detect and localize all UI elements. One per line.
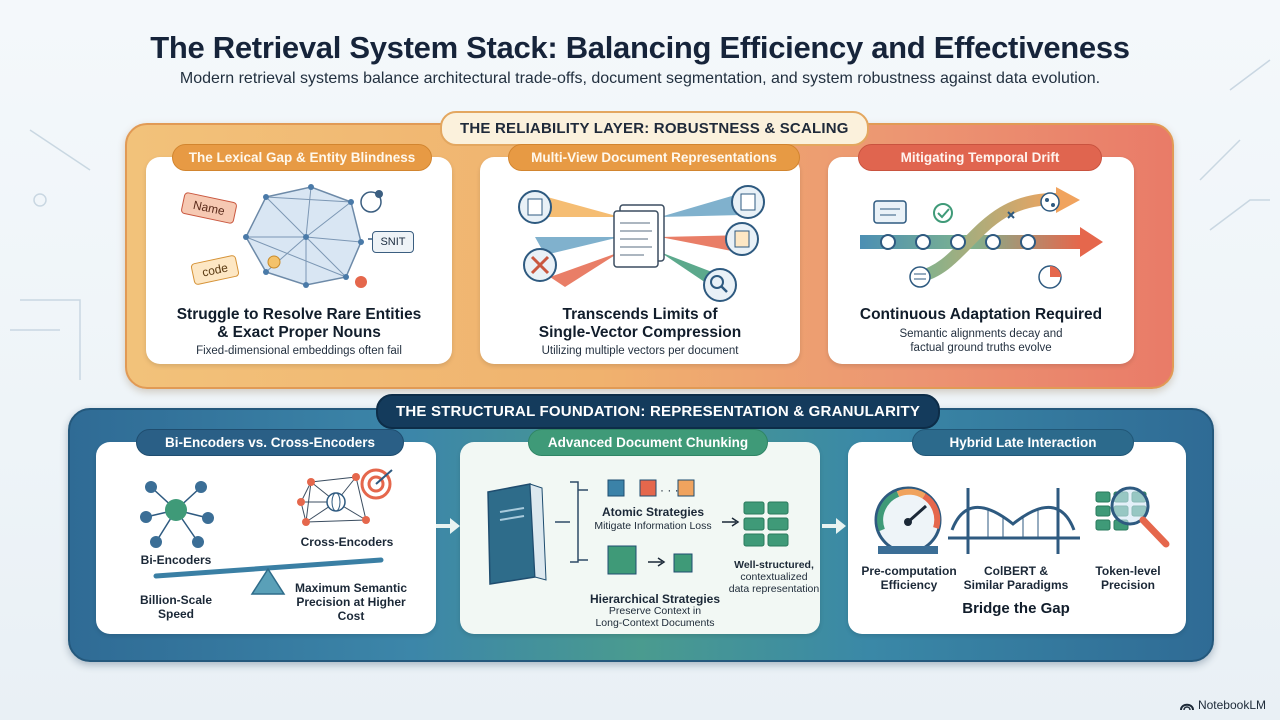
token-level-line1: Token-level — [1095, 564, 1161, 578]
notebooklm-logo: NotebookLM — [1179, 698, 1266, 712]
temporal-drift-timeline-icon — [860, 187, 1103, 289]
bi-encoders-label: Bi-Encoders — [140, 553, 212, 567]
colbert-line1: ColBERT & — [984, 564, 1048, 578]
atomic-strategies-title: Atomic Strategies — [601, 505, 705, 519]
lexical-gap-card: The Lexical Gap & Entity Blindness Name — [146, 144, 452, 364]
notebooklm-icon — [1179, 703, 1194, 711]
multi-vector-document-icon — [518, 185, 765, 302]
structural-foundation-label: THE STRUCTURAL FOUNDATION: REPRESENTATIO… — [376, 394, 941, 429]
temporal-drift-sub-line2: factual ground truths evolve — [910, 342, 1052, 354]
speed-line2: Speed — [157, 607, 194, 621]
hybrid-late-interaction-card: Hybrid Late Interaction Pre-computation … — [848, 429, 1186, 634]
hierarchical-sub-line1: Preserve Context in — [608, 605, 702, 617]
precision-line1: Maximum Semantic — [294, 581, 408, 595]
late-interaction-bridge-icon — [874, 486, 1170, 554]
multi-view-card: Multi-View Document Representations Tran… — [480, 144, 800, 364]
bridge-the-gap: Bridge the Gap — [962, 600, 1070, 617]
result-line2: contextualized — [740, 571, 808, 583]
reliability-layer-label: THE RELIABILITY LAYER: ROBUSTNESS & SCAL… — [440, 111, 869, 146]
pre-computation-line1: Pre-computation — [861, 564, 957, 578]
multi-view-heading-line2: Single-Vector Compression — [538, 324, 742, 341]
cross-encoders-label: Cross-Encoders — [300, 535, 394, 549]
encoders-card: Bi-Encoders vs. Cross-Encoders Bi-Encode… — [96, 429, 436, 634]
broken-embedding-sphere-icon — [243, 184, 383, 288]
lexical-gap-heading-line2: & Exact Proper Nouns — [217, 324, 381, 341]
temporal-drift-card: Mitigating Temporal Drift Continuous Ada… — [828, 144, 1134, 364]
page-subtitle: Modern retrieval systems balance archite… — [179, 70, 1101, 87]
result-line1: Well-structured, — [734, 559, 814, 571]
encoders-pill: Bi-Encoders vs. Cross-Encoders — [136, 429, 404, 456]
multi-view-subtext: Utilizing multiple vectors per document — [541, 345, 739, 357]
result-line3: data representation — [728, 583, 820, 595]
page-title: The Retrieval System Stack: Balancing Ef… — [150, 30, 1130, 65]
multi-view-pill: Multi-View Document Representations — [508, 144, 800, 171]
arrow-right-icon-2 — [822, 518, 846, 534]
notebooklm-label: NotebookLM — [1197, 698, 1266, 712]
temporal-drift-sub-line1: Semantic alignments decay and — [899, 328, 1063, 340]
chunking-card: Advanced Document Chunking · · · Atomic … — [460, 429, 820, 634]
hierarchical-strategies-title: Hierarchical Strategies — [589, 592, 721, 606]
temporal-drift-pill: Mitigating Temporal Drift — [858, 144, 1102, 171]
multi-view-heading-line1: Transcends Limits of — [562, 306, 718, 323]
atomic-strategies-sub: Mitigate Information Loss — [594, 520, 712, 532]
lexical-gap-pill: The Lexical Gap & Entity Blindness — [172, 144, 432, 171]
temporal-drift-heading: Continuous Adaptation Required — [859, 306, 1103, 323]
lexical-gap-subtext: Fixed-dimensional embeddings often fail — [196, 345, 402, 357]
chunking-pill: Advanced Document Chunking — [528, 429, 768, 456]
token-level-line2: Precision — [1100, 578, 1156, 592]
colbert-line2: Similar Paradigms — [963, 578, 1069, 592]
hierarchical-sub-line2: Long-Context Documents — [595, 617, 715, 629]
precision-line2: Precision at Higher — [296, 595, 406, 609]
document-chunking-icon: · · · — [487, 479, 789, 585]
precision-line3: Cost — [337, 609, 365, 623]
speed-line1: Billion-Scale — [139, 593, 213, 607]
arrow-right-icon — [436, 518, 460, 534]
pre-computation-line2: Efficiency — [880, 578, 938, 592]
snit-tag: SNIT — [372, 231, 414, 253]
encoders-tradeoff-icon — [140, 468, 393, 595]
svg-text:· · ·: · · · — [660, 483, 679, 497]
hybrid-late-interaction-pill: Hybrid Late Interaction — [912, 429, 1134, 456]
lexical-gap-heading-line1: Struggle to Resolve Rare Entities — [176, 306, 422, 323]
